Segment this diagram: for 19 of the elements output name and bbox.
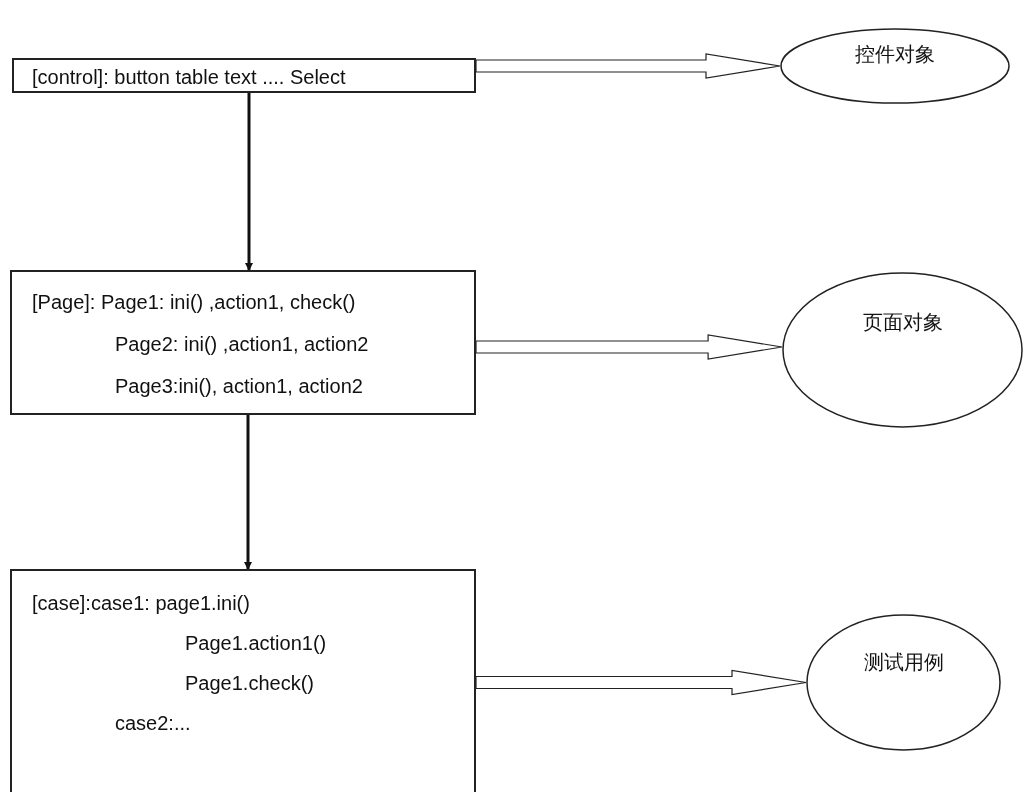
code-line: Page1.check() bbox=[185, 671, 314, 695]
code-line: [control]: button table text .... Select bbox=[32, 65, 346, 89]
process-box bbox=[12, 58, 476, 93]
block-arrow bbox=[475, 669, 807, 696]
block-arrow bbox=[475, 53, 781, 79]
code-line: Page1.action1() bbox=[185, 631, 327, 655]
code-line: Page2: ini() ,action1, action2 bbox=[115, 332, 369, 356]
ellipse-label: 页面对象 bbox=[861, 310, 944, 334]
arrow bbox=[245, 93, 253, 271]
block-arrow bbox=[475, 334, 783, 360]
arrow bbox=[244, 415, 252, 570]
process-box bbox=[10, 569, 476, 792]
ellipse-label: 测试用例 bbox=[862, 650, 945, 674]
code-line: [case]:case1: page1.ini() bbox=[32, 591, 250, 615]
process-box bbox=[10, 270, 476, 415]
code-line: Page3:ini(), action1, action2 bbox=[115, 374, 363, 398]
code-line: [Page]: Page1: ini() ,action1, check() bbox=[32, 290, 356, 314]
code-line: case2:... bbox=[115, 711, 191, 735]
ellipse-label: 控件对象 bbox=[854, 42, 936, 66]
